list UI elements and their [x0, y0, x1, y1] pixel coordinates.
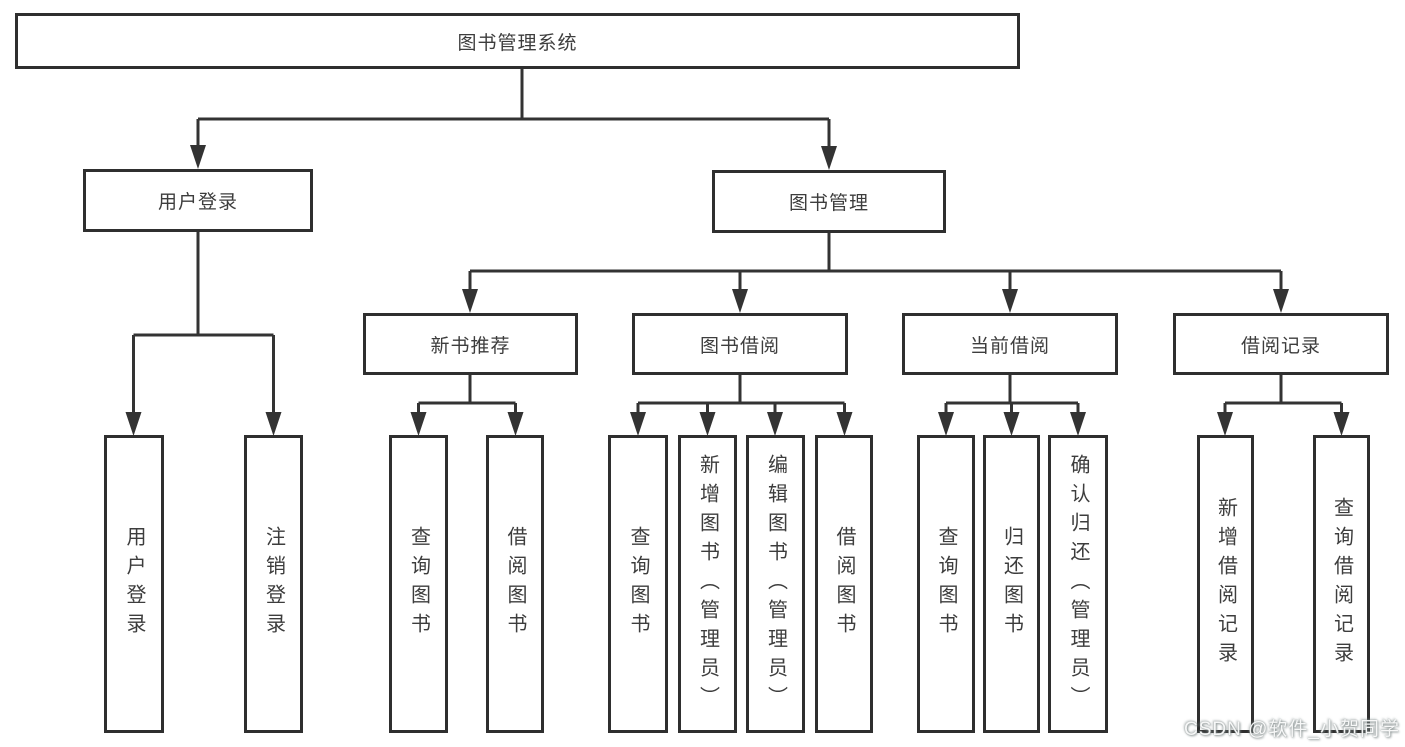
arrowheads: [125, 145, 1350, 436]
node-label: 图书管理: [788, 193, 869, 214]
node-label: 图书借阅: [699, 335, 780, 357]
leaf-edit-book-admin: 编辑图书（管理员）: [746, 435, 805, 733]
node-book-management: 图书管理: [712, 170, 946, 233]
csdn-watermark: CSDN @软件_小贺同学: [1184, 719, 1400, 740]
leaf-label: 借阅图书: [504, 526, 526, 642]
connector-borrow-to-leaves: [636, 375, 846, 419]
leaf-label: 查询图书: [627, 526, 649, 642]
leaf-user-login: 用户登录: [104, 435, 164, 733]
leaf-label: 查询图书: [935, 526, 957, 642]
leaf-label: 新增图书（管理员）: [696, 453, 719, 715]
leaf-confirm-return-admin: 确认归还（管理员）: [1048, 435, 1108, 733]
leaf-query-books-current: 查询图书: [917, 435, 975, 733]
node-label: 用户登录: [157, 192, 238, 213]
leaf-add-borrow-record: 新增借阅记录: [1197, 435, 1254, 733]
leaf-query-borrow-record: 查询借阅记录: [1313, 435, 1370, 733]
leaf-label: 确认归还（管理员）: [1067, 453, 1089, 715]
leaf-label: 查询借阅记录: [1330, 497, 1353, 671]
leaf-query-books-borrow: 查询图书: [608, 435, 668, 733]
connector-user-login-to-leaves: [132, 232, 275, 418]
connector-root-to-level2: [196, 69, 831, 151]
node-label: 当前借阅: [969, 335, 1050, 357]
leaf-label: 编辑图书（管理员）: [764, 453, 787, 715]
leaf-return-book: 归还图书: [983, 435, 1040, 733]
node-label: 图书管理系统: [457, 32, 578, 54]
leaf-label: 借阅图书: [833, 526, 855, 642]
leaf-label: 注销登录: [262, 526, 285, 642]
leaf-borrow-books: 借阅图书: [815, 435, 873, 733]
node-user-login: 用户登录: [83, 169, 313, 232]
node-new-book-recommendation: 新书推荐: [363, 313, 578, 375]
leaf-borrow-books-newrec: 借阅图书: [486, 435, 544, 733]
leaf-add-book-admin: 新增图书（管理员）: [678, 435, 737, 733]
node-borrowing-records: 借阅记录: [1173, 313, 1389, 375]
leaf-label: 查询图书: [407, 526, 430, 642]
leaf-logout-login: 注销登录: [244, 435, 303, 733]
connector-newrec-to-leaves: [417, 375, 517, 419]
node-current-borrowing: 当前借阅: [902, 313, 1118, 375]
leaf-label: 用户登录: [123, 526, 145, 642]
node-label: 新书推荐: [430, 335, 511, 357]
connector-records-to-leaves: [1223, 375, 1343, 419]
leaf-query-books-newrec: 查询图书: [389, 435, 448, 733]
node-book-borrowing: 图书借阅: [632, 313, 848, 375]
leaf-label: 归还图书: [1000, 526, 1023, 642]
leaf-label: 新增借阅记录: [1214, 497, 1237, 671]
connector-current-to-leaves: [944, 375, 1080, 419]
node-label: 借阅记录: [1240, 335, 1321, 357]
connector-book-mgmt-to-level3: [468, 233, 1283, 296]
node-library-management-system: 图书管理系统: [15, 13, 1020, 69]
